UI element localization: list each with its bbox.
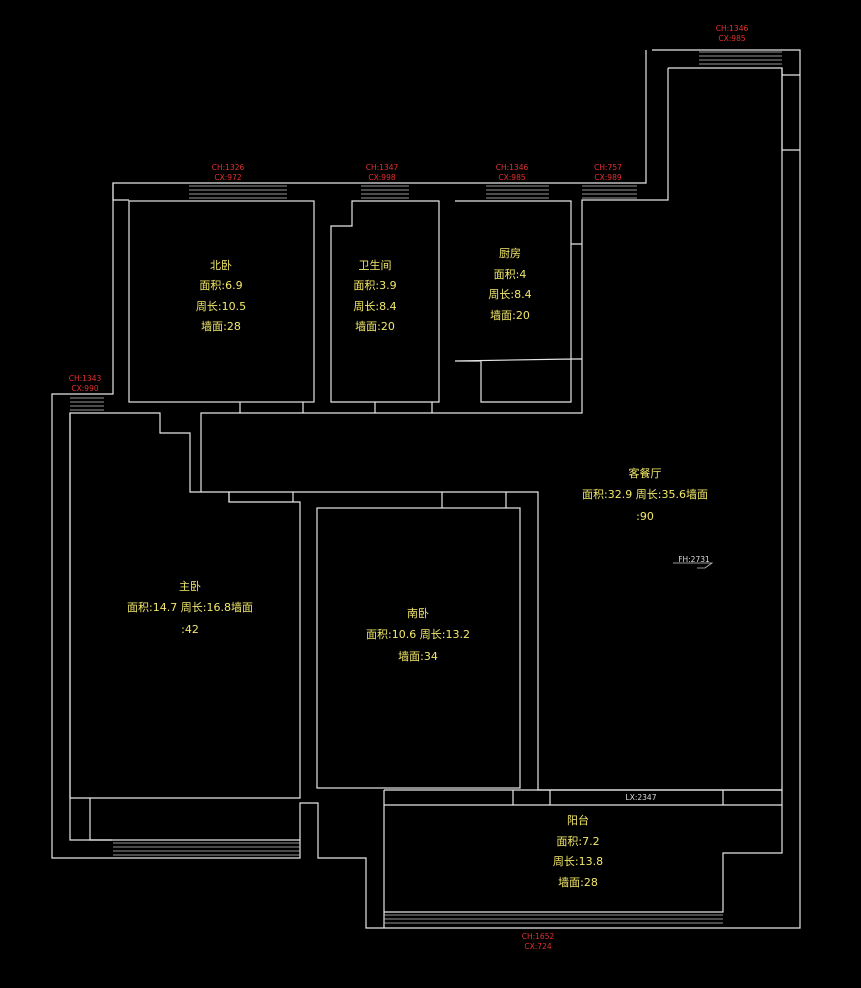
room-stats-cont: :42: [181, 623, 199, 636]
room-stats-cont: 墙面:34: [398, 649, 438, 663]
window-label-kitchen-ch: CH:1346: [496, 163, 529, 172]
room-name: 主卧: [179, 580, 201, 593]
room-perimeter: 周长:10.5: [196, 300, 246, 313]
window-label-master-cx: CX:990: [71, 384, 98, 393]
balcony-outline: [383, 789, 783, 928]
room-name: 卫生间: [359, 258, 392, 272]
master-alcove: [89, 798, 300, 841]
north-bedroom-outline: [128, 200, 315, 403]
master-bedroom-label: 主卧 面积:14.7 周长:16.8墙面 :42: [127, 580, 253, 636]
room-walls: [69, 200, 783, 928]
fh-dimension: FH:2731: [678, 555, 710, 564]
balcony-label: 阳台 面积:7.2 周长:13.8 墙面:28: [553, 813, 603, 889]
window-label-balcony-cx: CX:724: [524, 942, 551, 951]
window-label-top-cx: CX:985: [718, 34, 745, 43]
window-label-bath-cx: CX:998: [368, 173, 395, 182]
room-wall-area: 墙面:28: [201, 319, 241, 333]
bathroom-label: 卫生间 面积:3.9 周长:8.4 墙面:20: [353, 258, 396, 333]
room-wall-area: 墙面:20: [490, 308, 530, 322]
room-name: 厨房: [499, 247, 521, 260]
room-perimeter: 周长:13.8: [553, 855, 603, 868]
fh-arrow-icon: [673, 562, 714, 569]
window-label-small-ch: CH:757: [594, 163, 622, 172]
room-area: 面积:4: [494, 268, 527, 281]
room-name: 客餐厅: [629, 466, 662, 480]
room-perimeter: 周长:8.4: [488, 288, 531, 301]
room-stats: 面积:14.7 周长:16.8墙面: [127, 600, 253, 614]
window-label-kitchen-cx: CX:985: [498, 173, 525, 182]
room-wall-area: 墙面:28: [558, 875, 598, 889]
room-area: 面积:3.9: [353, 279, 396, 292]
room-perimeter: 周长:8.4: [353, 300, 396, 313]
window-label-master-ch: CH:1343: [69, 374, 102, 383]
window-label-small-cx: CX:989: [594, 173, 621, 182]
room-name: 北卧: [210, 259, 232, 272]
bathroom-outline: [330, 200, 440, 403]
lx-dimension: LX:2347: [626, 793, 657, 802]
window-hatching: [70, 51, 782, 924]
south-bedroom-label: 南卧 面积:10.6 周长:13.2 墙面:34: [366, 607, 470, 663]
room-stats-cont: :90: [636, 510, 654, 523]
room-wall-area: 墙面:20: [355, 319, 395, 333]
room-area: 面积:6.9: [199, 279, 242, 292]
room-stats: 面积:10.6 周长:13.2: [366, 628, 470, 641]
room-name: 阳台: [567, 813, 589, 827]
room-stats: 面积:32.9 周长:35.6墙面: [582, 487, 708, 501]
north-bedroom-label: 北卧 面积:6.9 周长:10.5 墙面:28: [196, 259, 246, 333]
kitchen-label: 厨房 面积:4 周长:8.4 墙面:20: [488, 247, 531, 322]
window-label-balcony-ch: CH:1652: [522, 932, 555, 941]
window-label-top-ch: CH:1346: [716, 24, 749, 33]
living-room-label: 客餐厅 面积:32.9 周长:35.6墙面 :90: [582, 466, 708, 523]
window-label-north-ch: CH:1326: [212, 163, 245, 172]
kitchen-outline: [454, 200, 582, 403]
south-bedroom-outline: [316, 507, 521, 789]
window-label-bath-ch: CH:1347: [366, 163, 399, 172]
window-label-north-cx: CX:972: [214, 173, 241, 182]
room-area: 面积:7.2: [556, 835, 599, 848]
room-name: 南卧: [407, 607, 429, 620]
